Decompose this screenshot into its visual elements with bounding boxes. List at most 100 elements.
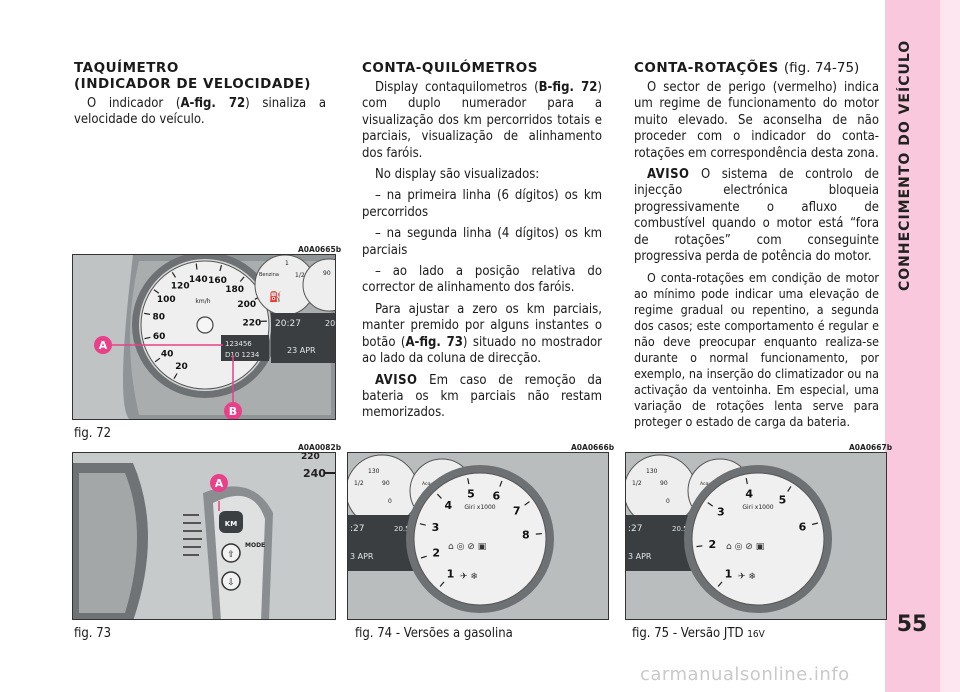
dial-tick — [707, 502, 714, 507]
odometer-total: 123456 — [225, 340, 252, 348]
fig74-tachometer-illustration: 1/2 90 130 0 Acqua °C :27 20.5°C 3 APR 1… — [348, 453, 608, 619]
dial-tick — [154, 357, 161, 363]
rpm-label: 1 — [725, 568, 733, 581]
svg-text:A: A — [99, 339, 108, 352]
svg-text:20.5°C: 20.5°C — [672, 525, 696, 533]
speed-label: 20 — [175, 362, 188, 372]
svg-text::27: :27 — [350, 524, 364, 534]
dial-tick — [787, 486, 792, 492]
column-speedometer: TAQUÍMETRO (INDICADOR DE VELOCIDADE) O i… — [74, 60, 326, 134]
rpm-unit: Giri x1000 — [464, 504, 495, 511]
odometer-paragraph-2: No display são visualizados: — [375, 167, 540, 183]
dial-tick — [143, 312, 151, 315]
svg-text:130: 130 — [646, 468, 658, 475]
speed-unit: km/h — [195, 298, 210, 305]
svg-text:KM: KM — [225, 520, 237, 528]
fuel-label: Benzina — [259, 272, 279, 278]
rpm-label: 4 — [444, 499, 452, 512]
arrow-up-icon: ⇧ — [227, 550, 235, 560]
speed-label: 40 — [161, 349, 174, 359]
speed-label: 100 — [157, 295, 176, 305]
dial-tick — [153, 289, 160, 294]
odometer-heading: CONTA-QUILÓMETROS — [362, 60, 538, 76]
tachometer-paragraph-1: O sector de perigo (vermelho) indica um … — [634, 80, 879, 161]
warning-lights-icon: ⌂ ◎ ⊘ ▣ — [448, 542, 486, 552]
dial-tick — [419, 523, 426, 526]
odometer-warning: AVISO Em caso de remoção da bateria os k… — [362, 372, 602, 421]
rpm-label: 1 — [447, 568, 455, 581]
fig75-caption: fig. 75 - Versão JTD 16V — [632, 626, 765, 641]
dial-tick — [420, 555, 427, 559]
marker-b — [224, 402, 242, 419]
warning-lights-icon: ✈ ❄ — [738, 572, 756, 582]
fig75-code: A0A0667b — [849, 443, 893, 452]
speed-label: 240 — [303, 467, 326, 480]
tachometer-warning: AVISO O sistema de controlo de injecção … — [634, 167, 879, 265]
down-button[interactable] — [221, 571, 241, 591]
page-number: 55 — [896, 612, 928, 637]
odometer-display — [221, 335, 269, 361]
column-tachometer: CONTA-ROTAÇÕES (fig. 74-75) O sector de … — [634, 60, 879, 435]
speed-label: 200 — [237, 300, 256, 310]
odometer-paragraph-5: – ao lado a posição relativa do correcto… — [362, 264, 602, 296]
svg-text:0: 0 — [388, 498, 392, 505]
up-button[interactable] — [221, 543, 241, 563]
figure-72: 20 40 60 80 100 120 140 160 180 200 220 … — [72, 254, 336, 420]
dial-tick — [811, 522, 819, 526]
mode-label: MODE — [245, 542, 265, 549]
warning-lights-icon: ✈ ❄ — [460, 572, 478, 582]
speed-label: 80 — [153, 313, 166, 323]
svg-text:3 APR: 3 APR — [350, 552, 374, 561]
sidebar-band — [885, 0, 940, 692]
rpm-label: 5 — [779, 494, 787, 507]
rpm-label: 2 — [708, 538, 716, 551]
fuel-tick: 1/2 — [295, 272, 305, 279]
watermark: carmanualsonline.info — [640, 664, 850, 685]
dial-tick — [144, 336, 151, 340]
svg-text:90: 90 — [660, 480, 668, 487]
odometer-trip: D10 1234 — [225, 351, 260, 359]
dial-tick — [717, 581, 723, 587]
warning-lights-icon: ⌂ ◎ ⊘ ▣ — [726, 542, 764, 552]
figure-75: 1/2 90 130 0 Acqua °C :27 20.5°C 3 APR 1… — [625, 452, 887, 620]
speed-label: 60 — [153, 332, 166, 342]
fig72-caption: fig. 72 — [74, 426, 112, 441]
speed-label: 120 — [171, 282, 190, 292]
odometer-paragraph-1: Display contaquilometros (B-fig. 72) com… — [362, 80, 602, 161]
svg-text:0: 0 — [666, 498, 670, 505]
km-button[interactable] — [219, 511, 243, 533]
odometer-paragraph-3: – na primeira linha (6 dígitos) os km pe… — [362, 188, 602, 220]
rpm-unit: Giri x1000 — [742, 504, 773, 511]
fig73-control-illustration: KM ⇧ ⇩ MODE 220 240 A — [73, 453, 335, 619]
rpm-label: 7 — [513, 505, 521, 518]
rpm-label: 3 — [432, 521, 440, 534]
fig73-caption: fig. 73 — [74, 626, 112, 641]
marker-a — [94, 336, 112, 354]
multifunction-display — [271, 313, 335, 363]
needle-hub — [196, 316, 214, 334]
dial-tick — [499, 480, 503, 487]
rpm-label: 5 — [467, 487, 475, 500]
speed-label: 220 — [243, 319, 262, 329]
speed-label: 180 — [225, 285, 244, 295]
dial-tick — [239, 276, 245, 282]
dial-tick — [535, 533, 542, 535]
rpm-label: 8 — [522, 529, 530, 542]
fuel-pump-icon: ⛽ — [269, 290, 281, 303]
svg-text::27: :27 — [628, 524, 642, 534]
rpm-label: 3 — [717, 506, 725, 519]
fig72-code: A0A0665b — [298, 245, 342, 254]
svg-text:A: A — [215, 477, 224, 490]
fig73-code: A0A0082b — [298, 443, 342, 452]
speedometer-heading: TAQUÍMETRO (INDICADOR DE VELOCIDADE) — [74, 60, 311, 92]
svg-text:20.5°C: 20.5°C — [394, 525, 418, 533]
rpm-label: 6 — [492, 490, 500, 503]
fig72-dashboard-illustration: 20 40 60 80 100 120 140 160 180 200 220 … — [73, 255, 335, 419]
speed-label-top: 220 — [301, 453, 320, 462]
column-odometer: CONTA-QUILÓMETROS Display contaquilometr… — [362, 60, 602, 427]
speed-label: 160 — [208, 276, 227, 286]
svg-text:1/2: 1/2 — [632, 480, 642, 487]
fig75-tachometer-illustration: 1/2 90 130 0 Acqua °C :27 20.5°C 3 APR 1… — [626, 453, 886, 619]
dial-tick — [467, 478, 470, 485]
display-temp: 20 — [325, 319, 335, 328]
